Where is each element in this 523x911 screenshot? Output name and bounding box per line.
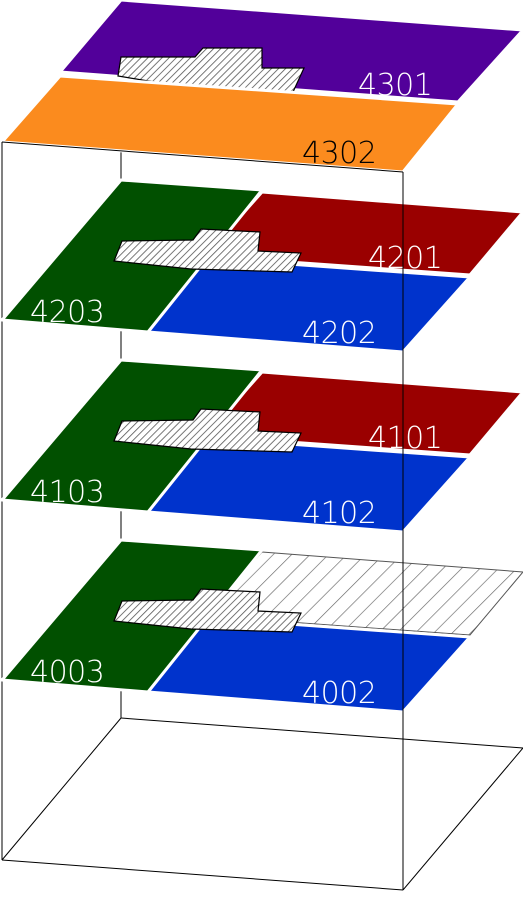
floor-43: 4301 4302 xyxy=(0,0,523,174)
unit-4101-label: 4101 xyxy=(368,421,442,456)
unit-4202-label: 4202 xyxy=(302,316,376,351)
unit-4201-label: 4201 xyxy=(368,241,442,276)
unit-4102-label: 4102 xyxy=(302,496,376,531)
unit-4301-label: 4301 xyxy=(358,68,432,103)
floor-42: 4201 4202 4203 xyxy=(0,178,523,354)
unit-4203-label: 4203 xyxy=(30,295,104,330)
building-frame-front xyxy=(1,172,404,891)
unit-4103-label: 4103 xyxy=(30,475,104,510)
unit-4003-label: 4003 xyxy=(30,655,104,690)
core-hatch-40 xyxy=(113,588,302,633)
core-hatch-41 xyxy=(113,408,302,453)
core-hatch-42 xyxy=(113,228,302,273)
floor-41: 4101 4102 4103 xyxy=(0,358,523,534)
unit-4002-label: 4002 xyxy=(302,676,376,711)
floor-40: 4002 4003 xyxy=(0,538,523,714)
